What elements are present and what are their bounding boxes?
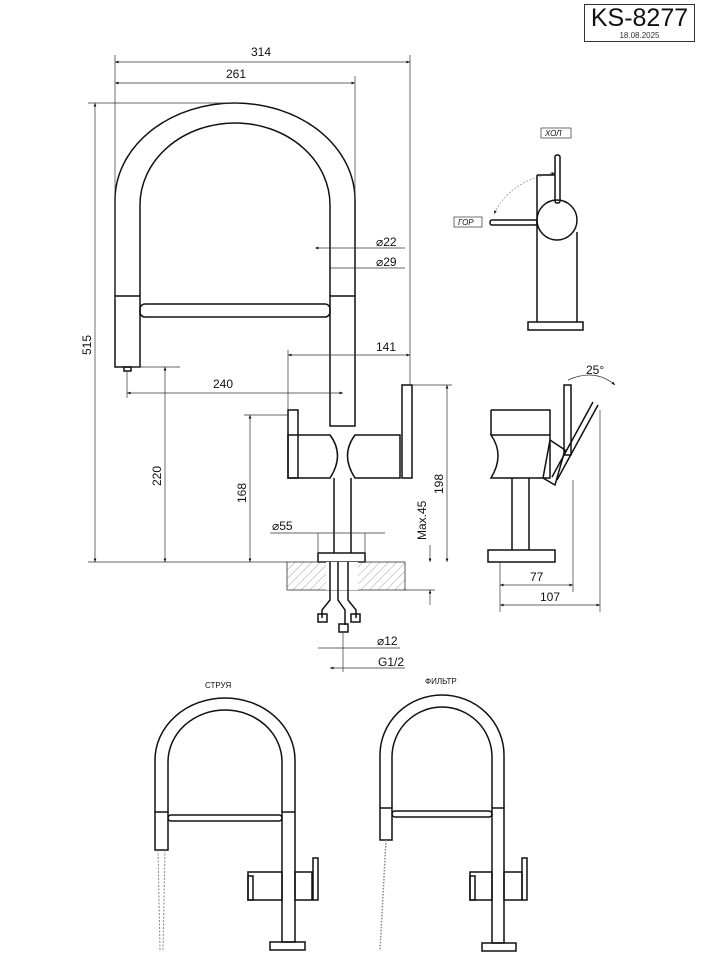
dim-168: 168: [235, 483, 249, 503]
dim-198: 198: [432, 474, 446, 494]
dim-240: 240: [213, 377, 233, 391]
cold-label: ХОЛ: [544, 129, 562, 138]
hot-label: ГОР: [458, 218, 474, 227]
dim-261: 261: [226, 67, 246, 81]
dim-314: 314: [251, 45, 271, 59]
mode-stream-view: СТРУЯ: [154, 681, 319, 951]
dim-515: 515: [80, 335, 94, 355]
dim-d22: ⌀22: [376, 235, 397, 249]
mode-filter-view: ФИЛЬТР: [379, 677, 528, 952]
dimension-labels: 314 261 515 220 240 168 141 198 Max.45 ⌀…: [80, 45, 446, 669]
title-block: KS-8277 18.08.2025: [584, 4, 695, 42]
dim-77: 77: [530, 570, 544, 584]
dim-max45: Max.45: [415, 500, 429, 540]
model-code: KS-8277: [590, 4, 689, 32]
faucet-side-view: 25° 77 107: [487, 363, 616, 612]
dim-107: 107: [540, 590, 560, 604]
dim-220: 220: [150, 466, 164, 486]
lever-angle-label: 25°: [586, 363, 604, 377]
dim-d12: ⌀12: [377, 634, 398, 648]
faucet-front-view: [114, 102, 413, 633]
dim-g12: G1/2: [378, 655, 404, 669]
dim-d55: ⌀55: [272, 519, 293, 533]
dimension-lines: [88, 55, 452, 672]
drawing-date: 18.08.2025: [619, 31, 660, 40]
dim-d29: ⌀29: [376, 255, 397, 269]
dim-141: 141: [376, 340, 396, 354]
handle-rotation-view: ХОЛ ГОР: [453, 127, 584, 331]
mode-filter-label: ФИЛЬТР: [425, 677, 457, 686]
mode-stream-label: СТРУЯ: [205, 681, 231, 690]
